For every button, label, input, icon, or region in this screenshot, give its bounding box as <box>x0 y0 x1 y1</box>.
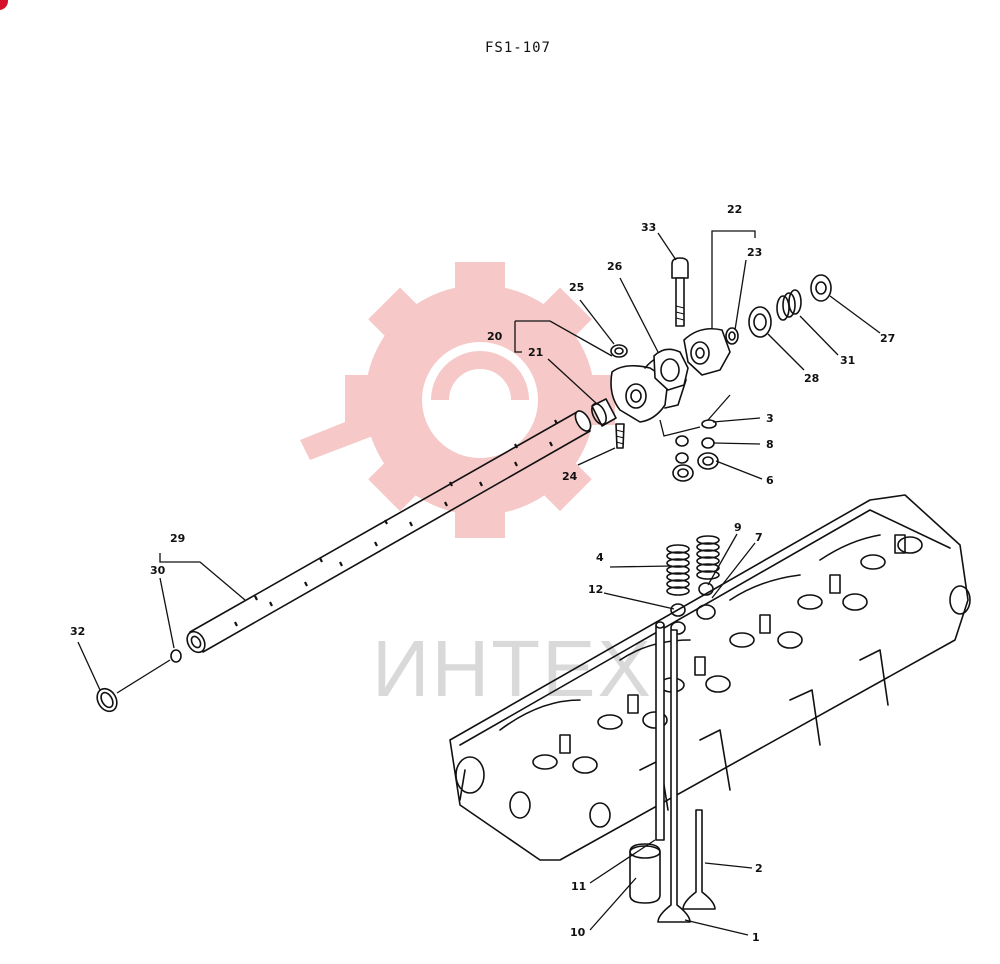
shaft-washer <box>748 306 772 338</box>
adjusting-screw <box>615 423 625 449</box>
exhaust-valve <box>682 809 716 910</box>
label-10: 10 <box>570 926 586 939</box>
diagram-code: FS1-107 <box>484 40 551 56</box>
label-9: 9 <box>734 521 742 534</box>
label-11: 11 <box>571 880 586 893</box>
label-2: 2 <box>755 862 763 875</box>
valve-seat-insert <box>629 843 661 904</box>
label-26: 26 <box>607 260 623 273</box>
rocker-bracket <box>653 348 689 391</box>
label-30: 30 <box>150 564 166 577</box>
adjusting-nut <box>610 344 628 358</box>
label-7: 7 <box>755 531 763 544</box>
label-1: 1 <box>752 931 760 944</box>
label-27: 27 <box>880 332 895 345</box>
label-8: 8 <box>766 438 774 451</box>
label-31: 31 <box>840 354 855 367</box>
retaining-clip <box>96 687 118 713</box>
label-32: 32 <box>70 625 85 638</box>
valve-stem-seal <box>670 582 716 635</box>
label-22: 22 <box>727 203 742 216</box>
label-23: 23 <box>747 246 762 259</box>
label-25: 25 <box>569 281 584 294</box>
rocker-spring <box>776 289 802 321</box>
spring-retainer <box>672 452 719 482</box>
label-4: 4 <box>596 551 604 564</box>
label-12: 12 <box>588 583 603 596</box>
end-washer <box>810 274 832 302</box>
rocker-shaft <box>186 410 592 654</box>
bracket-bolt <box>671 257 689 327</box>
rocker-bushing <box>591 398 617 427</box>
valve-collet <box>675 435 715 449</box>
valve-cap <box>701 419 717 429</box>
leader-lines <box>77 230 881 936</box>
watermark-logo <box>300 262 615 538</box>
valve-guide <box>655 621 665 841</box>
rocker-arm-exhaust <box>683 327 731 376</box>
snap-ring <box>170 649 182 663</box>
label-21: 21 <box>528 346 543 359</box>
watermark-text: ИНТЕХ <box>372 624 653 713</box>
adjusting-nut-exhaust <box>725 327 739 345</box>
label-24: 24 <box>562 470 578 483</box>
label-3: 3 <box>766 412 774 425</box>
intake-valve <box>657 629 691 923</box>
label-33: 33 <box>641 221 656 234</box>
part-labels: 1 2 3 4 6 7 8 9 10 11 12 20 21 22 23 24 … <box>70 203 895 944</box>
label-29: 29 <box>170 532 185 545</box>
label-20: 20 <box>487 330 503 343</box>
label-6: 6 <box>766 474 774 487</box>
valve-spring <box>666 535 720 596</box>
corner-mark <box>0 0 8 10</box>
label-28: 28 <box>804 372 819 385</box>
